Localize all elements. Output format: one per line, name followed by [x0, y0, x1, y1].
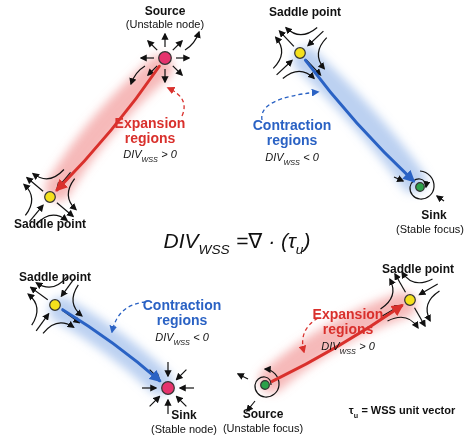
label-group: Contraction regions [242, 118, 342, 148]
point-circle [45, 192, 56, 203]
label-group: DIVWSS< 0 [155, 331, 209, 346]
critical-point: Saddle point [404, 294, 416, 306]
point-circle [162, 382, 175, 395]
point-name: Source [145, 5, 186, 18]
point-circle [159, 52, 172, 65]
region-glow [58, 60, 413, 382]
annotation-text: DIV [321, 340, 339, 352]
annotation-text: > 0 [359, 340, 375, 352]
point-name: Source [243, 408, 284, 421]
source-streamlines [131, 32, 199, 84]
point-name: Saddle point [19, 271, 91, 284]
subscript: WSS [174, 339, 190, 347]
leader-arrow [303, 318, 318, 352]
critical-point: Source(Unstable focus) [260, 380, 270, 390]
point-name: Saddle point [269, 6, 341, 19]
leader-arrow [168, 88, 184, 116]
critical-point: Sink(Stable focus) [415, 182, 425, 192]
annotation-text: < 0 [193, 331, 209, 343]
subscript: WSS [199, 242, 230, 257]
point-shape [294, 47, 306, 59]
point-name: Saddle point [14, 218, 86, 231]
point-shape [404, 294, 416, 306]
annotation-text: Expansion regions [313, 306, 384, 337]
sink-streamlines [142, 362, 194, 414]
annotation-text: Contraction regions [253, 117, 332, 148]
saddle-streamlines [256, 9, 344, 97]
annotation-text: > 0 [161, 148, 177, 160]
point-circle [261, 381, 270, 390]
point-name: Sink [171, 409, 196, 422]
subscript: u [296, 242, 304, 257]
point-circle [50, 300, 61, 311]
point-type: (Unstable focus) [223, 422, 303, 435]
point-shape [415, 182, 425, 192]
critical-point: Saddle point [49, 299, 61, 311]
point-type: (Stable focus) [396, 223, 464, 236]
label-group: DIVWSS< 0 [265, 151, 319, 166]
annotation-text: DIV [123, 148, 141, 160]
subscript: WSS [340, 348, 356, 356]
point-shape [161, 381, 175, 395]
critical-point: Saddle point [294, 47, 306, 59]
point-name: Saddle point [382, 263, 454, 276]
point-name: Sink [421, 209, 446, 222]
annotation-text: DIV [164, 229, 199, 252]
annotation-text: < 0 [303, 151, 319, 163]
annotation-text: Contraction regions [143, 297, 222, 328]
leader-arrow [262, 92, 318, 120]
label-group: τu= WSS unit vector [349, 404, 455, 419]
critical-point: Sink(Stable node) [161, 381, 175, 395]
annotation-text: =∇ · ( [236, 229, 288, 252]
annotation-text: DIV [155, 331, 173, 343]
focus-spiral [394, 171, 444, 201]
flow-line [63, 310, 160, 381]
label-group: Expansion regions [302, 307, 394, 337]
expansion-band [272, 305, 403, 380]
leader-arrow [112, 302, 146, 332]
focus-spiral [238, 369, 279, 411]
point-type: (Unstable node) [126, 18, 204, 31]
label-group: DIVWSS =∇ · (τu) [164, 229, 311, 256]
subscript: u [354, 412, 358, 420]
critical-point: Source(Unstable node) [158, 51, 172, 65]
annotation-text: ) [303, 229, 310, 252]
label-group: Expansion regions [104, 116, 196, 146]
annotation-text: = WSS unit vector [361, 404, 455, 416]
point-shape [260, 380, 270, 390]
annotation-text: τ [288, 229, 296, 252]
point-shape [49, 299, 61, 311]
annotation-text: τ [349, 404, 354, 416]
point-circle [416, 183, 425, 192]
point-type: (Stable node) [151, 423, 217, 436]
point-shape [44, 191, 56, 203]
saddle-streamlines [12, 261, 98, 348]
annotation-text: DIV [265, 151, 283, 163]
flow-line [272, 306, 402, 382]
point-shape [158, 51, 172, 65]
point-circle [295, 48, 306, 59]
subscript: WSS [284, 159, 300, 167]
label-group: DIVWSS> 0 [321, 340, 375, 355]
critical-point: Saddle point [44, 191, 56, 203]
label-group: DIVWSS> 0 [123, 148, 177, 163]
point-circle [405, 295, 416, 306]
subscript: WSS [142, 156, 158, 164]
annotation-text: Expansion regions [115, 115, 186, 146]
label-group: Contraction regions [132, 298, 232, 328]
